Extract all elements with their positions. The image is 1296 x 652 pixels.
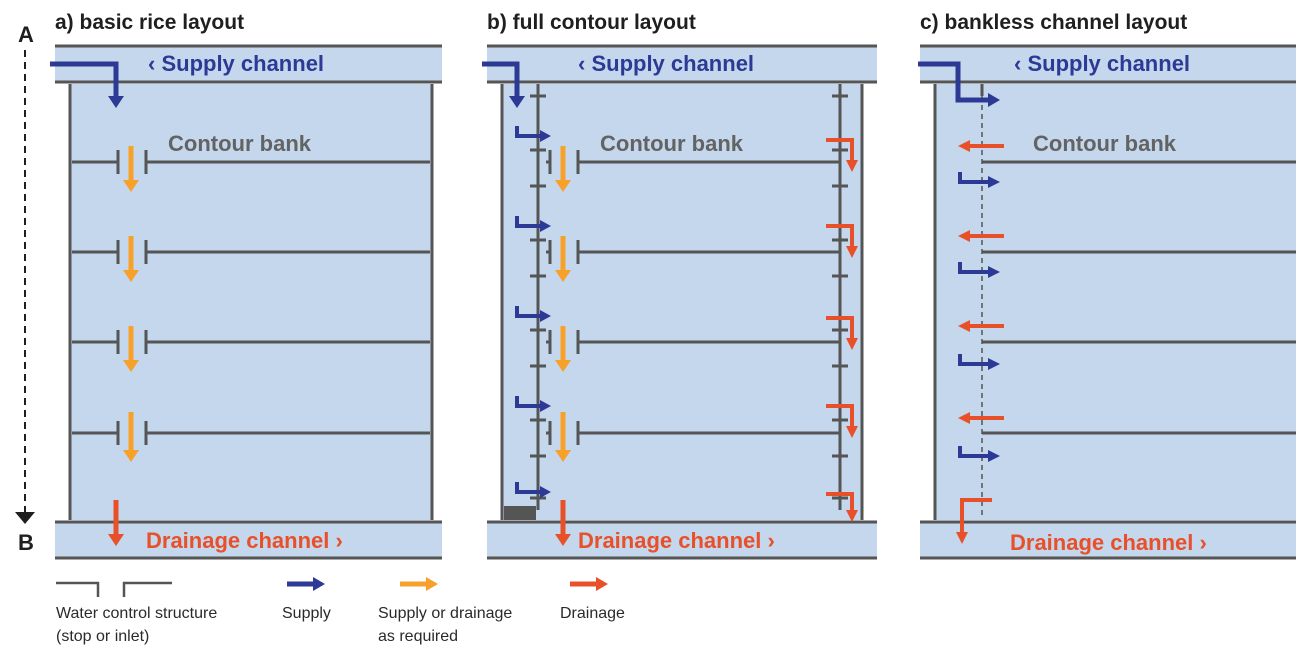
- legend-flex-label: Supply or drainage: [378, 605, 512, 622]
- drainage-arrow: [108, 500, 124, 546]
- axis-label-bottom: B: [18, 530, 34, 555]
- legend-structure-sublabel: (stop or inlet): [56, 628, 149, 645]
- supply-arrow: [50, 61, 124, 108]
- supply-channel: [487, 46, 877, 82]
- legend-drainage-arrow: [570, 577, 608, 591]
- panel-full-contour-layout: b) full contour layout ‹ Supply channel …: [482, 11, 877, 560]
- rice-bays: [935, 84, 1296, 520]
- panel-title: c) bankless channel layout: [920, 11, 1187, 34]
- drainage-channel: [487, 522, 877, 558]
- supply-channel-label: ‹ Supply channel: [1014, 51, 1190, 76]
- drainage-arrow: [555, 500, 571, 546]
- field-channels: [530, 84, 848, 510]
- drainage-arrows: [956, 140, 1004, 544]
- supply-or-drainage-arrows: [555, 146, 571, 462]
- legend-supply-arrow: [287, 577, 325, 591]
- legend-structure-label: Water control structure: [56, 605, 217, 622]
- supply-arrow: [482, 61, 525, 108]
- legend-flex-sublabel: as required: [378, 628, 458, 645]
- legend-supply-label: Supply: [282, 605, 331, 622]
- legend-structure-symbol: [56, 581, 172, 597]
- panel-title: a) basic rice layout: [55, 11, 244, 34]
- supply-channel: [920, 46, 1296, 82]
- supply-arrows: [958, 172, 990, 458]
- elevation-axis: A B: [15, 22, 35, 555]
- panel-bankless-channel-layout: c) bankless channel layout ‹ Supply chan…: [918, 11, 1296, 560]
- contour-bank-lines: [72, 150, 430, 445]
- drainage-channel-label: Drainage channel ›: [146, 528, 343, 553]
- panel-title: b) full contour layout: [487, 11, 696, 34]
- supply-or-drainage-arrows: [123, 146, 139, 462]
- legend: Water control structure (stop or inlet) …: [56, 577, 625, 645]
- pump-block: [504, 506, 536, 520]
- legend-flex-arrow: [400, 577, 438, 591]
- contour-bank-label: Contour bank: [1033, 131, 1177, 156]
- supply-channel-label: ‹ Supply channel: [578, 51, 754, 76]
- drainage-arrows: [826, 138, 854, 512]
- supply-channel-label: ‹ Supply channel: [148, 51, 324, 76]
- bankless-banks: [980, 84, 1296, 435]
- legend-drainage-label: Drainage: [560, 605, 625, 622]
- supply-channel: [55, 46, 442, 82]
- supply-arrows: [515, 126, 540, 494]
- drainage-channel-label: Drainage channel ›: [1010, 530, 1207, 555]
- contour-bank-label: Contour bank: [600, 131, 744, 156]
- drainage-channel: [920, 522, 1296, 558]
- supply-arrow: [918, 61, 1000, 107]
- contour-bank-label: Contour bank: [168, 131, 312, 156]
- drainage-channel-label: Drainage channel ›: [578, 528, 775, 553]
- panel-basic-rice-layout: a) basic rice layout ‹ Supply channel Dr…: [50, 11, 442, 560]
- axis-label-top: A: [18, 22, 34, 47]
